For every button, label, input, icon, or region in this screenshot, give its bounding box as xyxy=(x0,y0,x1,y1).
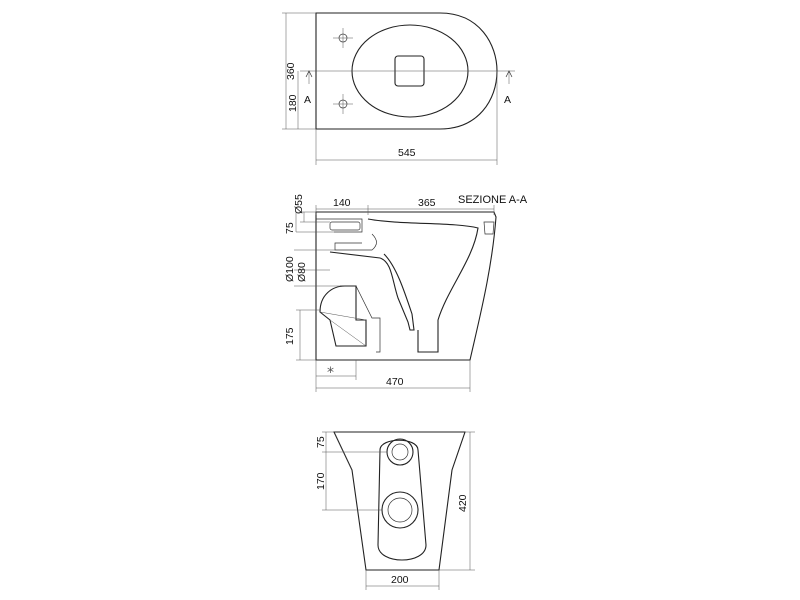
rear-slot xyxy=(377,439,427,561)
inlet-circle xyxy=(386,438,414,466)
dim-d100: Ø100 xyxy=(284,256,296,282)
siphon xyxy=(329,251,415,331)
rear-dim-200: 200 xyxy=(391,574,409,586)
section-mark-right: A xyxy=(504,94,511,106)
section-title: SEZIONE A-A xyxy=(458,194,528,206)
outlet-circle xyxy=(381,491,419,529)
section-outline xyxy=(315,211,497,361)
dim-470: 470 xyxy=(386,376,404,388)
dim-140: 140 xyxy=(333,197,351,209)
section-view: SEZIONE A-A 140 365 Ø55 75 Ø10 xyxy=(284,194,528,392)
rear-dim-75: 75 xyxy=(315,436,327,448)
dim-175: 175 xyxy=(284,327,296,345)
dim-d55: Ø55 xyxy=(293,194,305,214)
dim-360: 360 xyxy=(285,62,297,80)
rear-dim-420: 420 xyxy=(457,494,469,512)
rear-outline xyxy=(333,431,466,571)
dim-545: 545 xyxy=(398,147,416,159)
dim-180: 180 xyxy=(287,94,299,112)
bowl-profile xyxy=(367,218,479,353)
asterisk-mark: * xyxy=(327,365,334,381)
rear-dim-170: 170 xyxy=(315,472,327,490)
dim-d80: Ø80 xyxy=(296,262,308,282)
section-mark-left: A xyxy=(304,94,311,106)
dim-365: 365 xyxy=(418,197,436,209)
fixing-hole-bottom xyxy=(333,94,353,114)
outlet-connector xyxy=(319,285,367,347)
top-view: A A 360 180 545 xyxy=(282,12,515,165)
rear-view: 75 170 420 200 xyxy=(315,431,475,590)
fixing-hole-top xyxy=(333,28,353,48)
dim-75: 75 xyxy=(284,222,296,234)
